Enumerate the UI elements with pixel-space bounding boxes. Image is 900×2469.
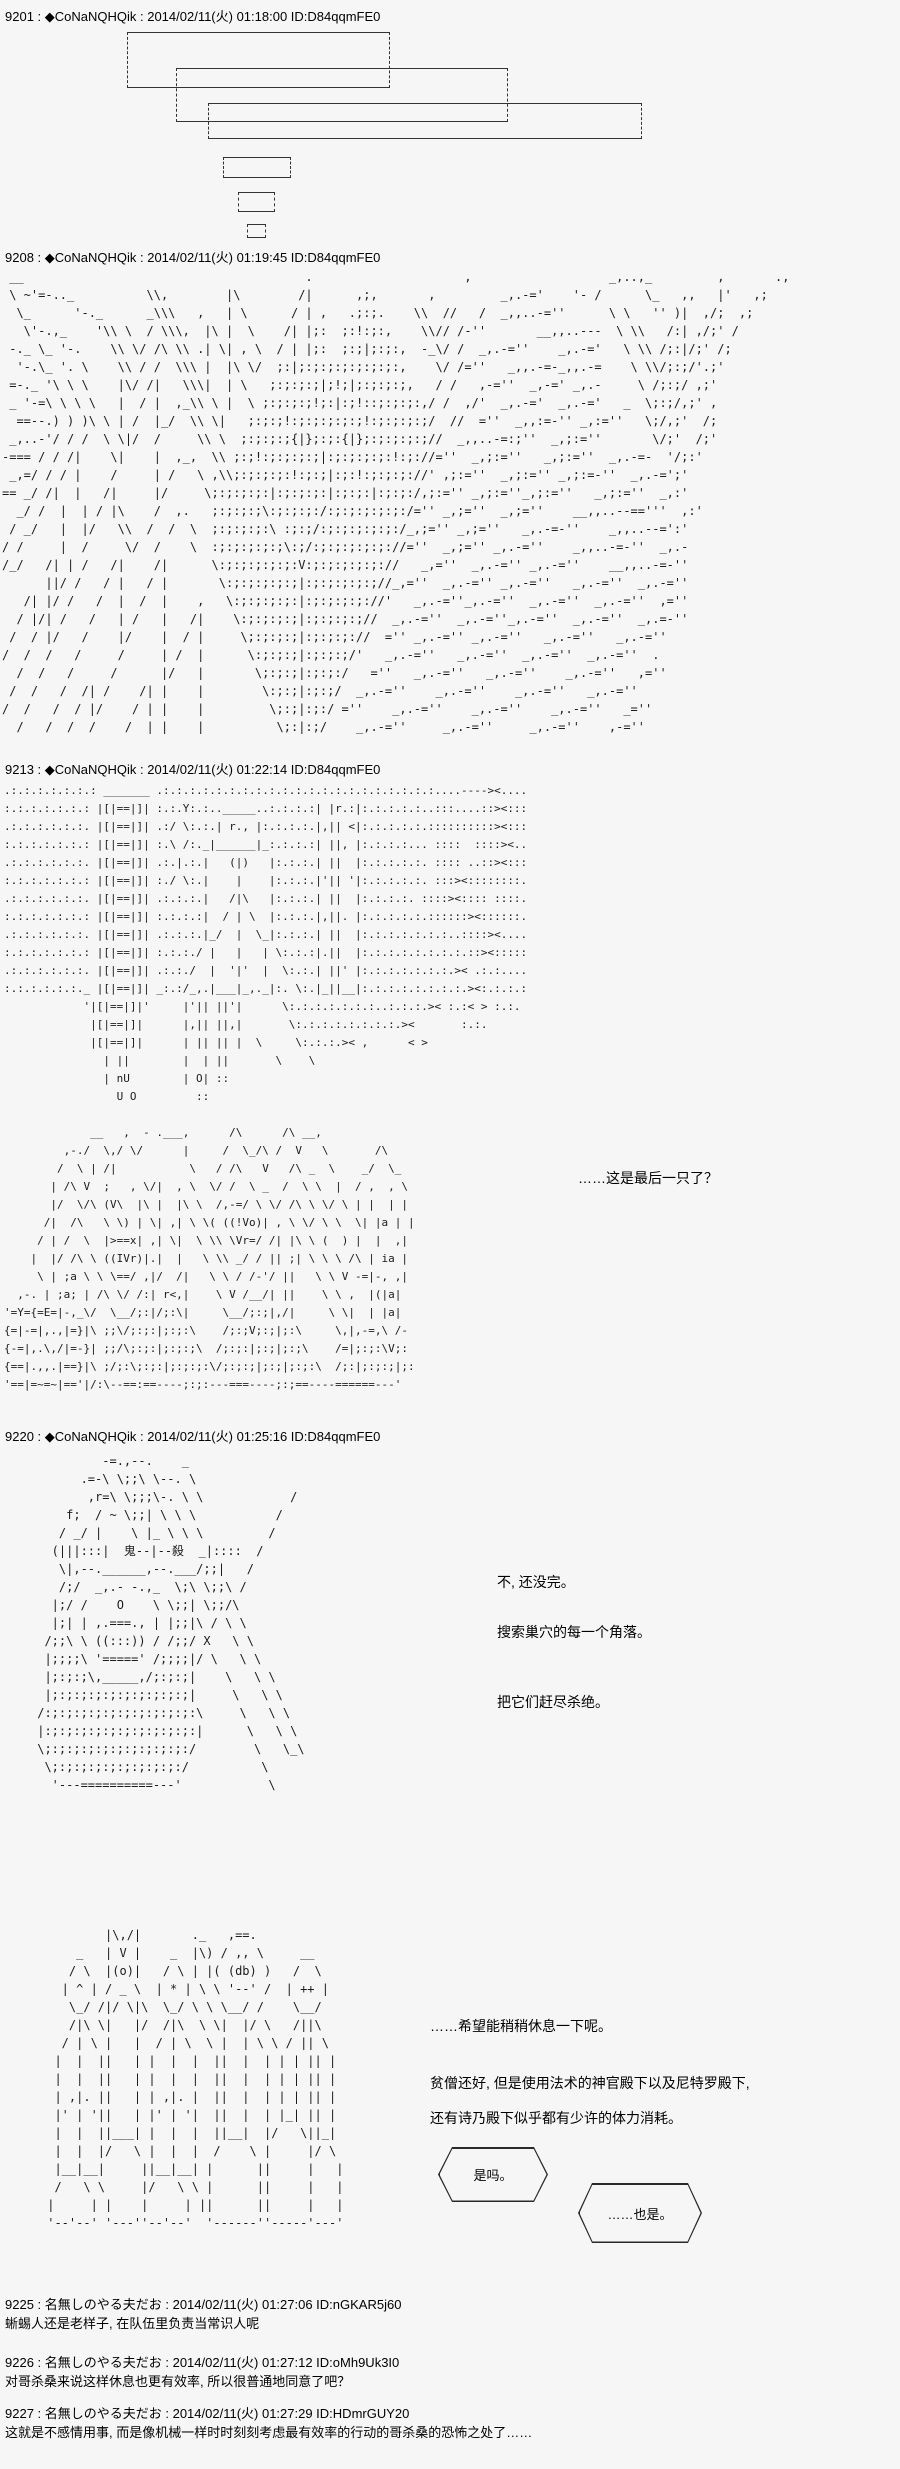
post-9220-header: 9220 : ◆CoNaNQHQik : 2014/02/11(火) 01:25… xyxy=(5,1429,381,1444)
transition-box-4 xyxy=(223,157,291,178)
ascii-art-goblin-nest: .:.:.:.:.:.:.: _______ .:.:.:.:.:.:.:.:.… xyxy=(4,784,528,1391)
dialogue-rest: ……希望能稍稍休息一下呢。 xyxy=(430,2018,612,2034)
post-9201-header: 9201 : ◆CoNaNQHQik : 2014/02/11(火) 01:18… xyxy=(5,9,381,24)
dialogue-search-nest: 搜索巢穴的每一个角落。 xyxy=(497,1624,651,1640)
speech-bubble-souka-text: 是吗。 xyxy=(440,2149,547,2201)
transition-box-5 xyxy=(238,192,275,212)
transition-box-1 xyxy=(127,32,390,88)
post-9227-header: 9227 : 名無しのやる夫だお : 2014/02/11(火) 01:27:2… xyxy=(5,2406,410,2421)
speech-bubble-souka: 是吗。 xyxy=(438,2147,548,2202)
dialogue-last-one: ……这是最后一只了？ xyxy=(578,1170,718,1186)
transition-box-6 xyxy=(247,224,266,238)
ascii-art-goblin-slayer: -=.,--. _ .=-\ \;;\ \--. \ ,r=\ \;;;\-. … xyxy=(37,1454,305,1792)
post-9208-header: 9208 : ◆CoNaNQHQik : 2014/02/11(火) 01:19… xyxy=(5,250,381,265)
speech-bubble-also: ……也是。 xyxy=(578,2183,702,2243)
transition-box-3 xyxy=(208,103,642,139)
post-9225-header: 9225 : 名無しのやる夫だお : 2014/02/11(火) 01:27:0… xyxy=(5,2297,402,2312)
post-9225-body: 蜥蜴人还是老样子, 在队伍里负责当常识人呢 xyxy=(5,2316,260,2331)
post-9226-header: 9226 : 名無しのやる夫だお : 2014/02/11(火) 01:27:1… xyxy=(5,2355,400,2370)
ascii-art-explosion: __ . , _,..,_ , ., \ ~'=-.._ \\, |\ /| ,… xyxy=(2,270,790,734)
post-9226-body: 对哥杀桑来说这样休息也更有效率, 所以很普通地同意了吧？ xyxy=(5,2374,351,2389)
dialogue-monk-2: 还有诗乃殿下似乎都有少许的体力消耗。 xyxy=(430,2110,682,2126)
transition-box-2 xyxy=(176,68,508,122)
dialogue-kill-all: 把它们赶尽杀绝。 xyxy=(497,1694,609,1710)
dialogue-monk-1: 贫僧还好, 但是使用法术的神官殿下以及尼特罗殿下, xyxy=(430,2075,750,2091)
speech-bubble-also-text: ……也是。 xyxy=(580,2185,701,2242)
post-9227-body: 这就是不感情用事, 而是像机械一样时时刻刻考虑最有效率的行动的哥杀桑的恐怖之处了… xyxy=(5,2425,533,2440)
dialogue-not-done: 不, 还没完。 xyxy=(497,1574,575,1590)
post-9213-header: 9213 : ◆CoNaNQHQik : 2014/02/11(火) 01:22… xyxy=(5,762,381,777)
ascii-art-party-group: |\,/| ._ ,==. _ | V | _ |\) / ,, \ __ / … xyxy=(47,1928,344,2230)
